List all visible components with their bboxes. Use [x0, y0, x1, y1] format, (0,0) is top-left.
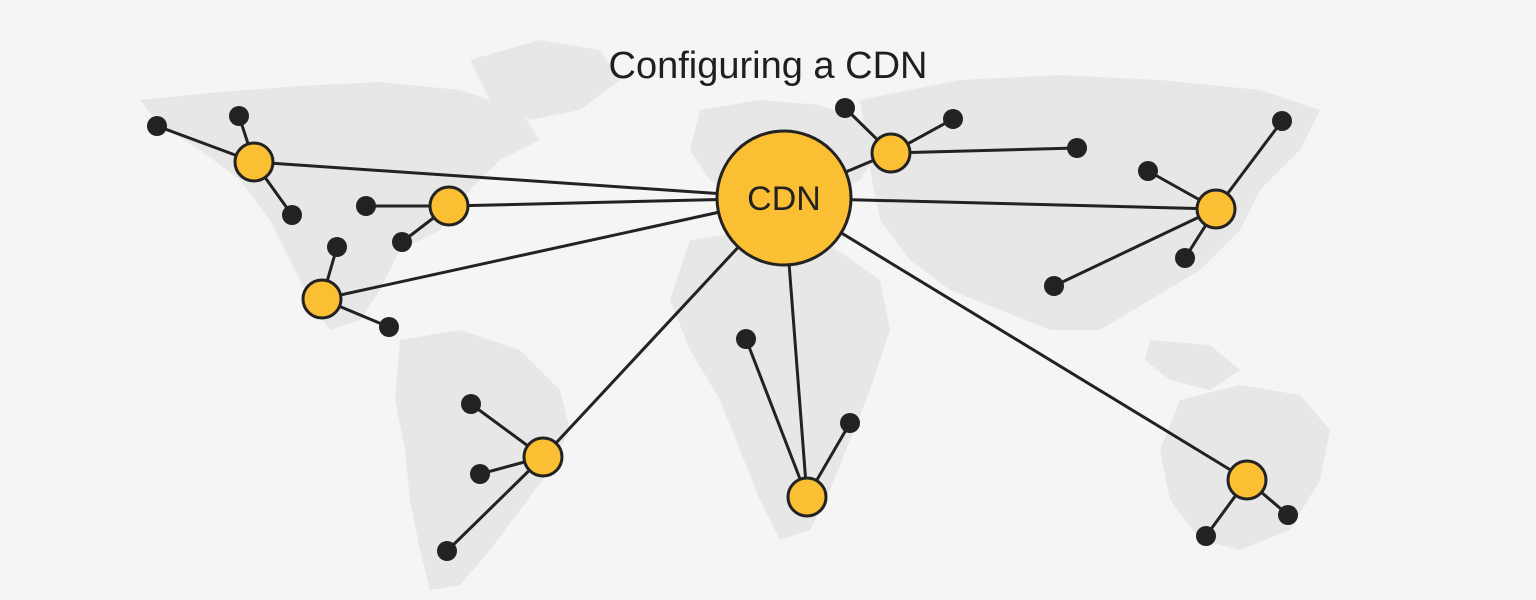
client-endpoint-north-america-central-2	[392, 232, 412, 252]
client-endpoint-europe-2	[943, 109, 963, 129]
client-endpoint-asia-east-2	[1138, 161, 1158, 181]
map-north-america	[140, 82, 540, 330]
client-endpoint-south-america-3	[437, 541, 457, 561]
edge-node-asia-east	[1195, 188, 1237, 230]
client-link-africa-south-1	[744, 338, 809, 498]
edge-node-north-america-central	[428, 185, 470, 227]
hub-link-north-america-west	[253, 160, 785, 200]
hub-link-asia-east	[783, 196, 1217, 211]
client-endpoint-north-america-central-1	[356, 196, 376, 216]
edge-node-north-america-west	[233, 141, 275, 183]
client-endpoint-north-america-west-3	[282, 205, 302, 225]
edge-server-nodes	[233, 132, 1268, 518]
client-endpoint-australia-2	[1196, 526, 1216, 546]
cdn-hub: CDN	[715, 129, 853, 267]
cdn-hub-circle	[715, 129, 853, 267]
client-endpoint-asia-east-1	[1272, 111, 1292, 131]
client-link-europe-3	[890, 146, 1078, 155]
client-endpoint-europe-3	[1067, 138, 1087, 158]
cdn-hub-label: CDN	[747, 180, 821, 218]
client-endpoint-north-america-south-1	[327, 237, 347, 257]
client-endpoint-europe-1	[835, 98, 855, 118]
client-endpoint-asia-east-3	[1175, 248, 1195, 268]
client-link-south-america-3	[445, 455, 545, 553]
hub-link-north-america-south	[321, 196, 785, 301]
client-endpoint-north-america-west-1	[147, 116, 167, 136]
edge-node-north-america-south	[301, 278, 343, 320]
edge-node-africa-south	[786, 476, 828, 518]
edge-node-australia	[1226, 459, 1268, 501]
client-endpoint-africa-south-1	[736, 329, 756, 349]
map-southeast-asia	[1145, 340, 1240, 390]
map-asia	[860, 75, 1320, 330]
diagram-title: Configuring a CDN	[609, 45, 928, 87]
edge-node-south-america	[522, 436, 564, 478]
client-endpoint-asia-east-4	[1044, 276, 1064, 296]
hub-link-australia	[783, 196, 1248, 482]
client-endpoint-north-america-west-2	[229, 106, 249, 126]
client-endpoint-africa-south-2	[840, 413, 860, 433]
map-africa	[670, 230, 890, 540]
map-greenland	[470, 40, 620, 120]
endpoint-nodes	[147, 98, 1298, 561]
client-endpoint-north-america-south-2	[379, 317, 399, 337]
map-south-america	[395, 330, 570, 590]
edge-node-europe	[870, 132, 912, 174]
client-endpoint-australia-1	[1278, 505, 1298, 525]
client-endpoint-south-america-2	[470, 464, 490, 484]
client-endpoint-south-america-1	[461, 394, 481, 414]
client-link-asia-east-4	[1053, 207, 1217, 288]
